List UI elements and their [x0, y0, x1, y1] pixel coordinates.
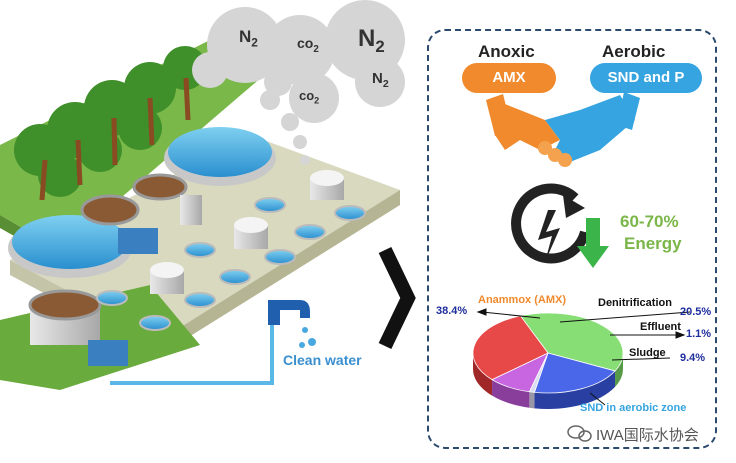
- pie-slice-side-3: [492, 379, 530, 408]
- effluent-value-label: 1.1%: [686, 328, 712, 340]
- energy-label: Energy: [624, 234, 682, 253]
- co2-label-small: co2: [299, 88, 320, 106]
- process-panel: [427, 29, 717, 449]
- treatment-plant: [0, 127, 400, 390]
- n2-label: N2: [239, 27, 258, 50]
- effluent-slice-label: Effluent: [640, 321, 681, 333]
- chevron-right-icon: [378, 246, 416, 350]
- n2-label-small: N2: [372, 70, 389, 90]
- wechat-logo-icon: [567, 425, 592, 442]
- amx-value-label: 38.4%: [436, 305, 468, 317]
- pie-slice-4: [472, 315, 549, 381]
- amx-badge: AMX: [462, 63, 556, 93]
- pie-slice-0: [519, 312, 624, 372]
- energy-percent: 60-70%: [620, 212, 679, 231]
- amx-slice-label: Anammox (AMX): [478, 294, 567, 306]
- co2-label: co2: [297, 35, 319, 55]
- pie-slice-side-1: [534, 370, 616, 409]
- n2-label-large: N2: [358, 25, 385, 56]
- gas-clouds: [192, 0, 405, 165]
- sludge-slice-label: Sludge: [629, 347, 666, 359]
- pie-slice-1: [533, 352, 616, 394]
- snd-badge: SND and P: [590, 63, 702, 93]
- denitrification-slice-label: Denitrification: [598, 297, 672, 309]
- clean-water-label: Clean water: [283, 352, 362, 368]
- aerobic-label: Aerobic: [602, 42, 666, 61]
- sludge-value-label: 9.4%: [680, 352, 706, 364]
- water-pipe: [110, 320, 274, 385]
- snd-slice-label: SND in aerobic zone: [580, 402, 687, 414]
- pie-chart: [472, 312, 624, 409]
- pie-slice-side-2: [529, 391, 535, 409]
- anoxic-label: Anoxic: [478, 42, 535, 61]
- pie-leader-lines: [476, 308, 691, 406]
- energy-cycle-icon: [511, 183, 609, 268]
- watermark-text: IWA国际水协会: [596, 427, 699, 444]
- pie-slice-side-0: [615, 353, 623, 387]
- handshake-icon: [486, 92, 640, 167]
- denitrification-value-label: 20.5%: [680, 306, 712, 318]
- pie-slice-side-4: [473, 353, 493, 396]
- tap-icon: [268, 300, 316, 348]
